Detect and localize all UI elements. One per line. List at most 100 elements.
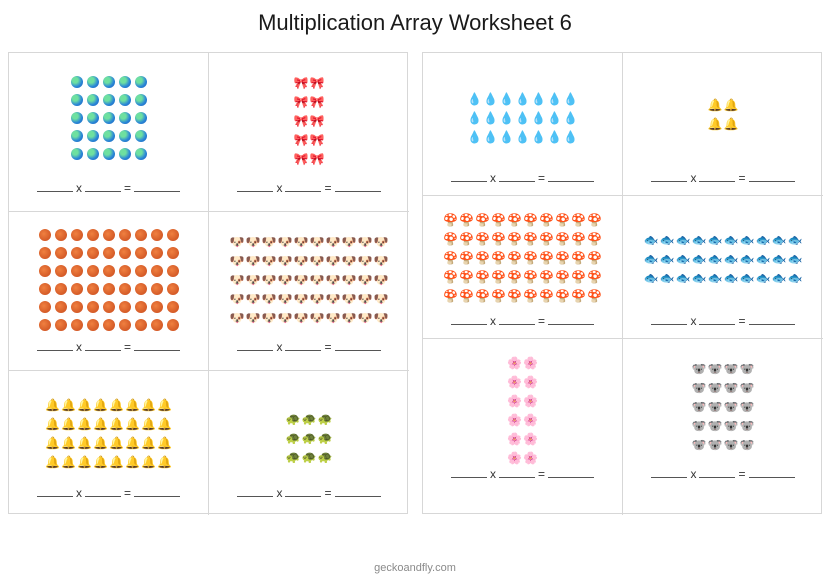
mushroom-icon: 🍄 [587, 269, 602, 284]
array-problem-bell: 🔔🔔🔔🔔🔔🔔🔔🔔🔔🔔🔔🔔🔔🔔🔔🔔🔔🔔🔔🔔🔔🔔🔔🔔🔔🔔🔔🔔🔔🔔🔔🔔x= [9, 371, 209, 515]
flower-icon: 🌸 [507, 393, 522, 408]
bell-icon: 🔔 [77, 435, 92, 450]
dog-face-icon: 🐶 [373, 272, 389, 287]
fish-icon: 🐟 [675, 270, 691, 285]
blank-factor-1[interactable] [36, 349, 73, 351]
array-row: 🐢🐢🐢 [285, 447, 333, 466]
array-row: 🍄🍄🍄🍄🍄🍄🍄🍄🍄🍄 [443, 267, 603, 286]
bell-icon: 🔔 [93, 397, 108, 412]
blank-product[interactable] [748, 323, 795, 325]
dog-face-icon: 🐶 [245, 310, 261, 325]
array-row: 🐶🐶🐶🐶🐶🐶🐶🐶🐶🐶 [229, 270, 389, 289]
blank-product[interactable] [134, 190, 180, 192]
basketball-icon [70, 247, 83, 259]
droplet-icon: 💧 [515, 110, 530, 125]
blank-factor-2[interactable] [285, 349, 322, 351]
blank-factor-1[interactable] [237, 349, 274, 351]
array-row: 🐨🐨🐨🐨 [691, 397, 755, 416]
blank-product[interactable] [548, 323, 594, 325]
blank-factor-2[interactable] [498, 476, 535, 478]
mushroom-icon: 🍄 [523, 269, 538, 284]
bell-icon: 🔔 [157, 435, 172, 450]
bell-icon: 🔔 [125, 435, 140, 450]
array-row: 🔔🔔 [707, 114, 739, 133]
blank-product[interactable] [134, 495, 180, 497]
bell-icon: 🔔 [93, 416, 108, 431]
array-problem-koala: 🐨🐨🐨🐨🐨🐨🐨🐨🐨🐨🐨🐨🐨🐨🐨🐨🐨🐨🐨🐨x= [623, 339, 823, 515]
mushroom-icon: 🍄 [587, 288, 602, 303]
turtle-icon: 🐢 [317, 411, 333, 426]
blank-factor-2[interactable] [699, 323, 736, 325]
blank-factor-2[interactable] [84, 190, 121, 192]
blank-product[interactable] [134, 349, 180, 351]
array-row: 🎀🎀 [293, 92, 325, 111]
mushroom-icon: 🍄 [491, 212, 506, 227]
bell-icon: 🔔 [61, 454, 76, 469]
globe-icon [118, 112, 131, 124]
array-problem-fish: 🐟🐟🐟🐟🐟🐟🐟🐟🐟🐟🐟🐟🐟🐟🐟🐟🐟🐟🐟🐟🐟🐟🐟🐟🐟🐟🐟🐟🐟🐟x= [623, 196, 823, 339]
mushroom-icon: 🍄 [459, 250, 474, 265]
blank-factor-2[interactable] [699, 180, 736, 182]
blank-product[interactable] [334, 495, 381, 497]
basketball-icon [38, 247, 51, 259]
blank-factor-1[interactable] [450, 180, 487, 182]
blank-factor-1[interactable] [237, 190, 274, 192]
globe-icon [134, 94, 147, 106]
blank-factor-1[interactable] [450, 323, 487, 325]
droplet-icon: 💧 [547, 129, 562, 144]
blank-product[interactable] [748, 180, 795, 182]
basketball-icon [54, 229, 67, 241]
blank-product[interactable] [334, 349, 381, 351]
droplet-icon: 💧 [483, 110, 498, 125]
equals-sign: = [324, 181, 332, 195]
mushroom-icon: 🍄 [523, 250, 538, 265]
blank-factor-2[interactable] [498, 323, 535, 325]
globe-icon [118, 76, 131, 88]
dog-face-icon: 🐶 [325, 310, 341, 325]
equals-sign: = [738, 314, 746, 328]
array-row: 🍄🍄🍄🍄🍄🍄🍄🍄🍄🍄 [443, 229, 603, 248]
blank-product[interactable] [548, 180, 594, 182]
times-sign: x [276, 340, 283, 354]
flower-icon: 🌸 [507, 431, 522, 446]
blank-factor-2[interactable] [285, 190, 322, 192]
emoji-array: 🔔🔔🔔🔔 [623, 95, 823, 133]
blank-factor-2[interactable] [498, 180, 535, 182]
basketball-icon [134, 301, 147, 313]
dog-face-icon: 🐶 [261, 253, 277, 268]
times-sign: x [75, 486, 82, 500]
koala-icon: 🐨 [723, 399, 739, 414]
basketball-icon [38, 301, 51, 313]
equals-sign: = [123, 340, 131, 354]
basketball-icon [70, 319, 83, 331]
array-row: 🐨🐨🐨🐨 [691, 416, 755, 435]
blank-factor-1[interactable] [651, 323, 688, 325]
blank-factor-2[interactable] [699, 476, 736, 478]
fish-icon: 🐟 [771, 270, 787, 285]
blank-factor-1[interactable] [237, 495, 274, 497]
blank-factor-1[interactable] [450, 476, 487, 478]
equals-sign: = [537, 171, 545, 185]
array-row: 🎀🎀 [293, 149, 325, 168]
blank-factor-2[interactable] [285, 495, 322, 497]
blank-factor-1[interactable] [36, 190, 73, 192]
droplet-icon: 💧 [467, 110, 482, 125]
blank-factor-1[interactable] [651, 476, 688, 478]
koala-icon: 🐨 [739, 437, 755, 452]
emoji-array: 🍄🍄🍄🍄🍄🍄🍄🍄🍄🍄🍄🍄🍄🍄🍄🍄🍄🍄🍄🍄🍄🍄🍄🍄🍄🍄🍄🍄🍄🍄🍄🍄🍄🍄🍄🍄🍄🍄🍄🍄… [423, 210, 622, 305]
dog-face-icon: 🐶 [245, 234, 261, 249]
array-problem-dog-face: 🐶🐶🐶🐶🐶🐶🐶🐶🐶🐶🐶🐶🐶🐶🐶🐶🐶🐶🐶🐶🐶🐶🐶🐶🐶🐶🐶🐶🐶🐶🐶🐶🐶🐶🐶🐶🐶🐶🐶🐶… [209, 212, 409, 371]
basketball-icon [38, 319, 51, 331]
blank-product[interactable] [548, 476, 594, 478]
blank-factor-2[interactable] [84, 495, 121, 497]
globe-icon [118, 148, 131, 160]
dog-face-icon: 🐶 [341, 234, 357, 249]
blank-factor-1[interactable] [651, 180, 688, 182]
array-row: 🎀🎀 [293, 111, 325, 130]
blank-factor-1[interactable] [36, 495, 73, 497]
blank-product[interactable] [334, 190, 381, 192]
blank-factor-2[interactable] [84, 349, 121, 351]
bell-icon: 🔔 [61, 435, 76, 450]
equals-sign: = [537, 314, 545, 328]
blank-product[interactable] [748, 476, 795, 478]
